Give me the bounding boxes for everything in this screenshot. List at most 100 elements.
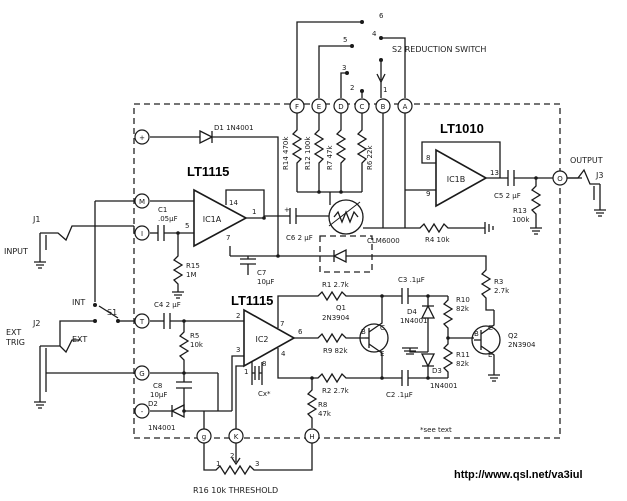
terminal-k: K: [228, 428, 244, 444]
j2-label: J2: [32, 319, 40, 328]
r16-threshold-pot: 1 2 3 R16 10k THRESHOLD: [193, 443, 313, 495]
ext-trig-label-1: EXT: [6, 328, 21, 337]
see-text-note: *see text: [420, 426, 452, 434]
svg-text:C: C: [360, 103, 365, 111]
c6-label: C6 2 µF: [286, 234, 313, 242]
terminal-plus: +: [134, 129, 150, 145]
d2-label: D2: [148, 400, 158, 408]
svg-text:E: E: [488, 351, 492, 359]
r6-label: R6 22k: [366, 145, 374, 170]
r5-value: 10k: [190, 341, 204, 349]
s2-label: S2 REDUCTION SWITCH: [392, 45, 486, 54]
j1-input-jack: J1 INPUT: [4, 215, 134, 269]
s2-position-5: 5: [343, 36, 347, 44]
j3-output-jack: OUTPUT J3: [567, 156, 606, 217]
q1-label: Q1: [336, 304, 346, 312]
s2-position-1: 1: [383, 86, 387, 94]
source-url: http://www.qsl.net/va3iul: [454, 469, 583, 481]
terminal-g: G: [134, 365, 150, 381]
s2-position-3: 3: [342, 64, 346, 72]
svg-text:M: M: [139, 198, 145, 206]
c1-label: C1: [158, 206, 167, 214]
ic1b-opamp: [435, 148, 488, 208]
svg-text:7: 7: [280, 320, 284, 328]
terminal-e: E: [311, 98, 327, 114]
svg-text:3: 3: [236, 346, 240, 354]
svg-text:A: A: [403, 103, 408, 111]
svg-text:8: 8: [426, 154, 430, 162]
r11-value: 82k: [456, 360, 470, 368]
ext-trig-label-2: TRIG: [5, 338, 25, 347]
r3-label: R3: [494, 278, 503, 286]
svg-text:E: E: [380, 350, 384, 358]
svg-text:I: I: [141, 230, 143, 238]
s2-position-2: 2: [350, 84, 354, 92]
svg-text:+: +: [284, 206, 290, 214]
svg-text:O: O: [557, 175, 563, 183]
q2-label: Q2: [508, 332, 518, 340]
r2-label: R2 2.7k: [322, 387, 350, 395]
ic1a-opamp: [193, 188, 248, 248]
terminal-m: M: [134, 193, 150, 209]
enclosure-outline: [133, 103, 561, 439]
svg-text:B: B: [381, 103, 386, 111]
terminal-f: F: [289, 98, 305, 114]
svg-text:8: 8: [262, 360, 266, 368]
terminal-c: C: [354, 98, 370, 114]
svg-text:14: 14: [229, 199, 238, 207]
svg-text:K: K: [234, 433, 239, 441]
r1-label: R1 2.7k: [322, 281, 350, 289]
svg-text:1: 1: [252, 208, 256, 216]
svg-text:13: 13: [490, 169, 499, 177]
d4-label: D4: [407, 308, 417, 316]
terminal-a: A: [397, 98, 413, 114]
ic2-opamp: [243, 308, 296, 368]
q1-transistor: C B E Q1 2N3904: [322, 296, 389, 378]
terminal-d: D: [333, 98, 349, 114]
svg-text:1: 1: [216, 460, 220, 468]
r10-label: R10: [456, 296, 470, 304]
reduction-switch-s2: 6 5 3 2 4 1 S2 REDUCTION SWITCH: [342, 12, 486, 94]
s1-int-ext-switch: INT S1 EXT: [59, 200, 134, 346]
s1-int-label: INT: [72, 298, 85, 307]
svg-text:1: 1: [244, 368, 248, 376]
svg-text:6: 6: [298, 328, 303, 336]
r15-label: R15: [186, 262, 200, 270]
svg-text:C: C: [380, 324, 385, 332]
svg-text:g: g: [202, 433, 206, 441]
c1-value: .05µF: [158, 215, 178, 223]
ic2-label: IC2: [255, 335, 268, 344]
j3-label: J3: [595, 171, 603, 180]
r13-label: R13: [513, 207, 527, 215]
svg-text:-: -: [141, 408, 144, 416]
d2-value: 1N4001: [148, 424, 176, 432]
svg-text:E: E: [317, 103, 321, 111]
r9-label: R9 82k: [323, 347, 348, 355]
c4-label: C4 2 µF: [154, 301, 181, 309]
terminal-o: O: [552, 170, 568, 186]
svg-text:2: 2: [236, 312, 240, 320]
svg-text:7: 7: [226, 234, 230, 242]
svg-text:H: H: [309, 433, 314, 441]
s2-position-6: 6: [379, 12, 384, 20]
terminal-i: I: [134, 225, 150, 241]
c8-value: 10µF: [150, 391, 167, 399]
ic1b-label: IC1B: [447, 175, 466, 184]
svg-text:9: 9: [426, 190, 430, 198]
d1-label: D1 1N4001: [214, 124, 254, 132]
svg-text:3: 3: [255, 460, 259, 468]
svg-text:B: B: [474, 330, 479, 338]
terminal-h: H: [304, 428, 320, 444]
terminal-t: T: [134, 313, 150, 329]
d3-label: D3: [432, 367, 442, 375]
r16-label: R16 10k THRESHOLD: [193, 486, 278, 495]
r7-label: R7 47k: [326, 145, 334, 170]
ic1a-label: IC1A: [203, 215, 222, 224]
r10-value: 82k: [456, 305, 470, 313]
svg-text:C: C: [488, 324, 493, 332]
ic1b-part-number: LT1010: [440, 121, 484, 136]
svg-text:F: F: [295, 103, 299, 111]
clm6000-label: CLM6000: [367, 237, 400, 245]
r8-label: R8: [318, 401, 327, 409]
c7-label: C7: [257, 269, 266, 277]
